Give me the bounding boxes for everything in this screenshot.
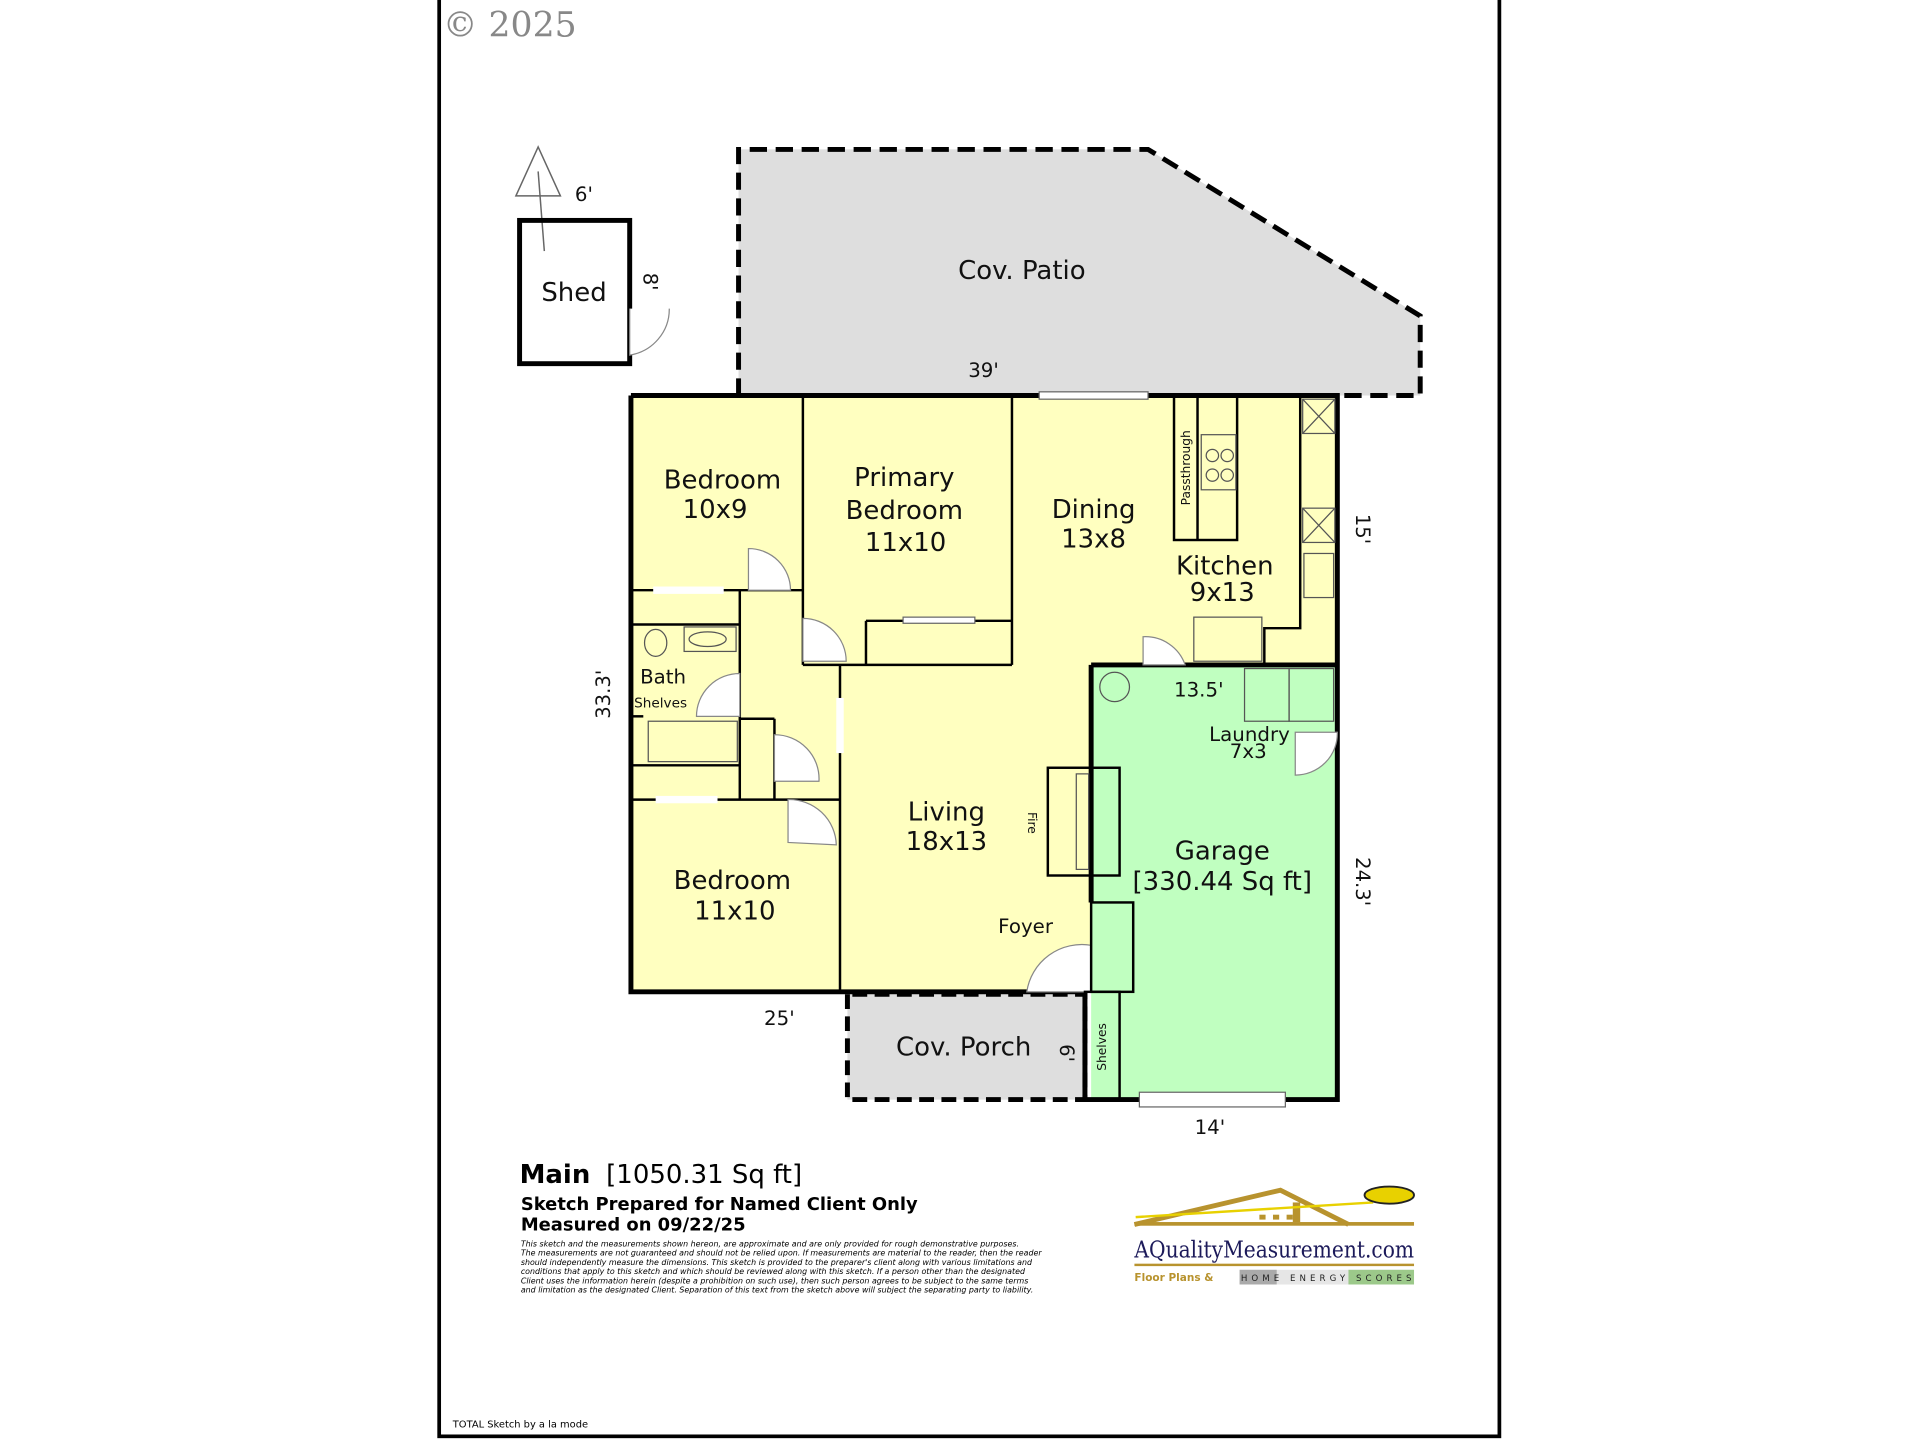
kitchen-label: Kitchen xyxy=(1176,551,1274,581)
dim-house-width: 25' xyxy=(764,1007,795,1030)
fire-label: Fire xyxy=(1025,812,1039,834)
primary-label-2: Bedroom xyxy=(846,496,963,526)
disclaimer-line: should independently measure the dimensi… xyxy=(521,1258,1033,1267)
page-border xyxy=(437,0,1502,1439)
disclaimer-line: The measurements are not guaranteed and … xyxy=(521,1249,1043,1258)
bath-label: Bath xyxy=(640,665,686,688)
dim-kitchen-height: 15' xyxy=(1351,514,1374,544)
bedroom3-size: 11x10 xyxy=(694,897,775,927)
dim-garage-height: 24.3' xyxy=(1351,857,1374,906)
credit: TOTAL Sketch by a la mode xyxy=(452,1420,588,1431)
svg-text:Floor Plans &: Floor Plans & xyxy=(1134,1272,1213,1284)
footer-prepared: Sketch Prepared for Named Client Only xyxy=(521,1194,918,1215)
north-arrow-icon xyxy=(514,145,562,252)
dining-label: Dining xyxy=(1052,495,1136,525)
shed xyxy=(517,217,633,367)
disclaimer: This sketch and the measurements shown h… xyxy=(521,1240,1043,1295)
disclaimer-line: Client uses the information herein (desp… xyxy=(521,1276,1029,1285)
primary-size: 11x10 xyxy=(865,528,946,558)
dim-shed-width: 6' xyxy=(575,183,593,206)
copyright: © 2025 xyxy=(443,6,577,46)
dim-porch-height: 6' xyxy=(1055,1044,1078,1062)
disclaimer-line: conditions that apply to this sketch and… xyxy=(521,1267,1026,1276)
dining-size: 13x8 xyxy=(1061,524,1126,554)
shed-label: Shed xyxy=(541,278,606,308)
bath-shelves-label: Shelves xyxy=(634,696,687,712)
living-label: Living xyxy=(908,798,985,828)
dim-shed-height: 8' xyxy=(638,273,661,291)
dim-house-height: 33.3' xyxy=(592,670,615,719)
patio-label: Cov. Patio xyxy=(958,256,1086,286)
primary-label-1: Primary xyxy=(854,463,954,493)
laundry-size: 7x3 xyxy=(1230,740,1267,763)
footer-area: [1050.31 Sq ft] xyxy=(606,1160,802,1190)
foyer-label: Foyer xyxy=(998,915,1054,938)
company-logo: AQualityMeasurement.com Floor Plans & HO… xyxy=(1134,1185,1415,1285)
bedroom1-label: Bedroom xyxy=(664,466,781,496)
living-size: 18x13 xyxy=(906,827,987,857)
kitchen-size: 9x13 xyxy=(1190,578,1255,608)
footer-measured: Measured on 09/22/25 xyxy=(521,1215,746,1236)
disclaimer-line: and limitation as the designated Client.… xyxy=(521,1285,1033,1294)
passthrough-label: Passthrough xyxy=(1179,430,1193,505)
garage-label: Garage xyxy=(1175,837,1270,867)
garage-shelves-label: Shelves xyxy=(1095,1023,1109,1071)
laundry-label: Laundry xyxy=(1209,723,1290,746)
dim-garage-inner: 13.5' xyxy=(1174,679,1224,702)
footer-title: Main xyxy=(520,1160,591,1190)
disclaimer-line: This sketch and the measurements shown h… xyxy=(521,1240,1019,1249)
porch-label: Cov. Porch xyxy=(896,1033,1031,1063)
dim-garage-width: 14' xyxy=(1195,1116,1226,1139)
svg-text:AQualityMeasurement.com: AQualityMeasurement.com xyxy=(1134,1236,1414,1264)
garage-area: [330.44 Sq ft] xyxy=(1133,867,1312,897)
bedroom1-size: 10x9 xyxy=(683,495,748,525)
bedroom3-label: Bedroom xyxy=(674,866,791,896)
dim-patio-width: 39' xyxy=(968,359,999,382)
